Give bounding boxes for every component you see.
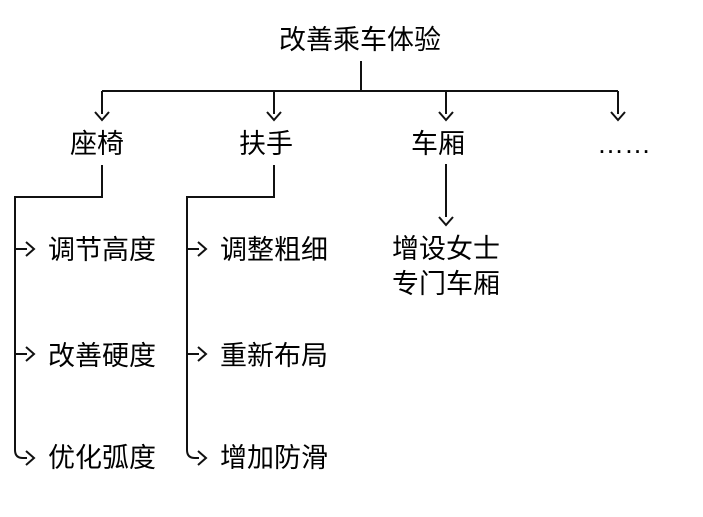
seat-branch-connector: [14, 165, 103, 466]
branch-carriage-label: 车厢: [411, 129, 465, 159]
node-improve-hardness-label: 改善硬度: [48, 341, 156, 371]
arrowhead-down-icon: [438, 111, 454, 122]
node-optimize-curvature-label: 优化弧度: [48, 443, 156, 473]
arrowhead-right-icon: [197, 450, 208, 466]
arrowhead-right-icon: [197, 241, 208, 257]
level2-drop-arrows: [94, 91, 626, 122]
node-relayout-label: 重新布局: [220, 341, 328, 371]
arrowhead-down-icon: [94, 111, 110, 122]
arrowhead-down-icon: [438, 216, 454, 227]
armrest-branch-connector: [186, 165, 275, 466]
branch-seat-label: 座椅: [70, 129, 124, 159]
branch-armrest-label: 扶手: [239, 129, 293, 159]
root-node-label: 改善乘车体验: [279, 25, 441, 55]
arrowhead-right-icon: [25, 346, 36, 362]
root-connector: [102, 61, 618, 92]
node-women-only-carriage-label: 增设女士专门车厢: [392, 234, 500, 299]
node-adjust-height-label: 调节高度: [48, 235, 156, 265]
branch-more-label: ……: [597, 129, 651, 159]
arrowhead-right-icon: [25, 450, 36, 466]
carriage-branch-connector: [438, 164, 454, 227]
arrowhead-right-icon: [197, 346, 208, 362]
node-add-antislip-label: 增加防滑: [220, 443, 328, 473]
arrowhead-down-icon: [266, 111, 282, 122]
node-adjust-thickness-label: 调整粗细: [220, 235, 328, 265]
arrowhead-down-icon: [610, 111, 626, 122]
arrowhead-right-icon: [25, 241, 36, 257]
